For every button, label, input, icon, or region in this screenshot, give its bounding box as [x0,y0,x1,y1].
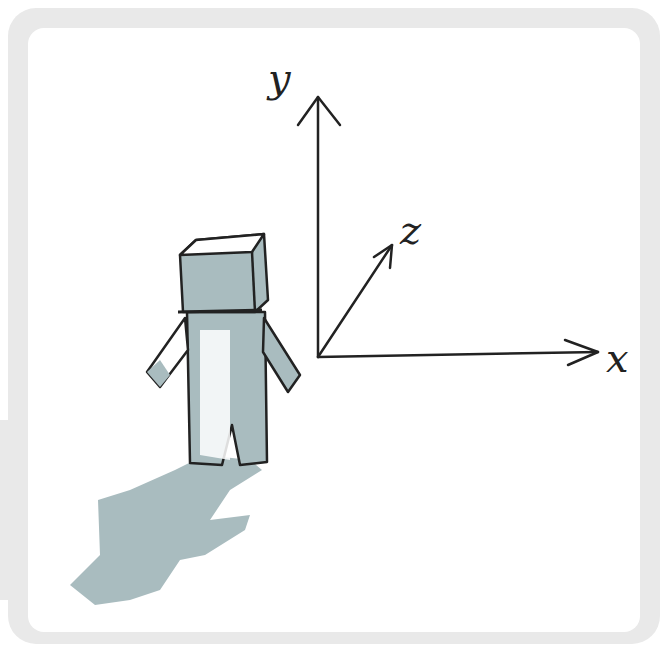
neck-line [178,310,262,312]
left-arm-shade [147,360,170,387]
character-body [187,312,267,465]
axes [298,97,598,365]
body-highlight [200,330,230,460]
axis-label: z [400,210,421,250]
head-top [180,234,264,255]
axis-label: y [268,58,291,98]
frame-inner [28,28,640,632]
z-axis [318,245,392,357]
left-arm [147,318,188,387]
x-arrowhead [565,340,598,365]
axis-label: x [606,338,629,378]
character-head [180,234,268,312]
z-arrowhead [374,245,392,268]
y-axis [317,97,320,357]
character-shadow [70,455,262,605]
right-arm [263,318,300,392]
y-arrowhead [298,97,340,125]
head-edge [252,252,255,312]
frame-outer [8,8,660,644]
x-axis [318,352,598,357]
